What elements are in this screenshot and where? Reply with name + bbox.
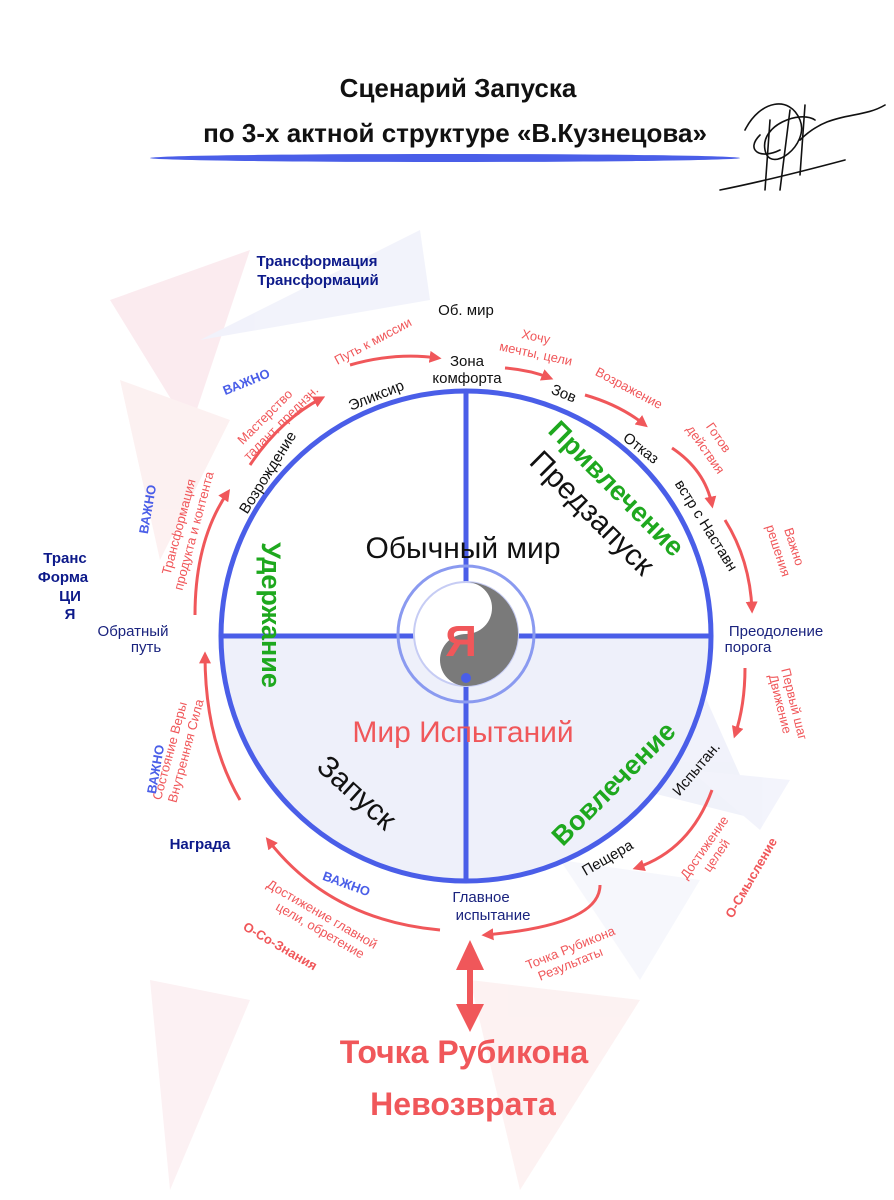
stage-ordeal-1: Главное — [452, 889, 509, 906]
quadrant-ordinary-world: Обычный мир — [366, 532, 561, 565]
quadrant-trials-world: Мир Испытаний — [352, 716, 573, 749]
rubicon-title-2: Невозврата — [370, 1086, 556, 1122]
stage-reward: Награда — [170, 836, 231, 853]
label-trans-4: Я — [65, 606, 76, 623]
stage-road-back-1: Обратный — [98, 623, 169, 640]
label-transformation-1: Трансформация — [257, 253, 378, 270]
signature — [719, 103, 886, 191]
yin-yang-center — [396, 564, 536, 704]
rubicon-double-arrow — [456, 940, 484, 1032]
center-self-label: Я — [445, 617, 477, 666]
stage-mentor: встр с Наставн — [671, 477, 741, 574]
rubicon-title-1: Точка Рубикона — [340, 1034, 589, 1070]
stage-ordinary-world: Об. мир — [438, 302, 494, 319]
label-trans-3: ЦИ — [59, 588, 81, 605]
title-line-2: по 3-х актной структуре «В.Кузнецова» — [203, 118, 707, 148]
stage-threshold-1: Преодоление — [729, 623, 823, 640]
stage-comfort-zone-2: комфорта — [432, 370, 502, 387]
stage-ordeal-2: испытание — [456, 907, 531, 924]
label-transformation-2: Трансформаций — [257, 272, 378, 289]
label-trans-1: Транс — [43, 550, 87, 567]
stage-road-back-2: путь — [131, 639, 161, 656]
stage-threshold-2: порога — [725, 639, 772, 656]
title-underline — [150, 154, 740, 162]
journey-arrows — [193, 350, 758, 941]
act-retention: Удержание — [256, 542, 286, 688]
label-important-top: ВАЖНО — [221, 366, 272, 398]
stage-call: Зов — [549, 381, 579, 406]
note-want-1: Хочу — [520, 326, 552, 347]
title-line-1: Сценарий Запуска — [340, 73, 577, 103]
stage-comfort-zone-1: Зона — [450, 353, 485, 370]
label-trans-2: Форма — [38, 569, 89, 586]
note-objection: Возражение — [593, 364, 665, 412]
